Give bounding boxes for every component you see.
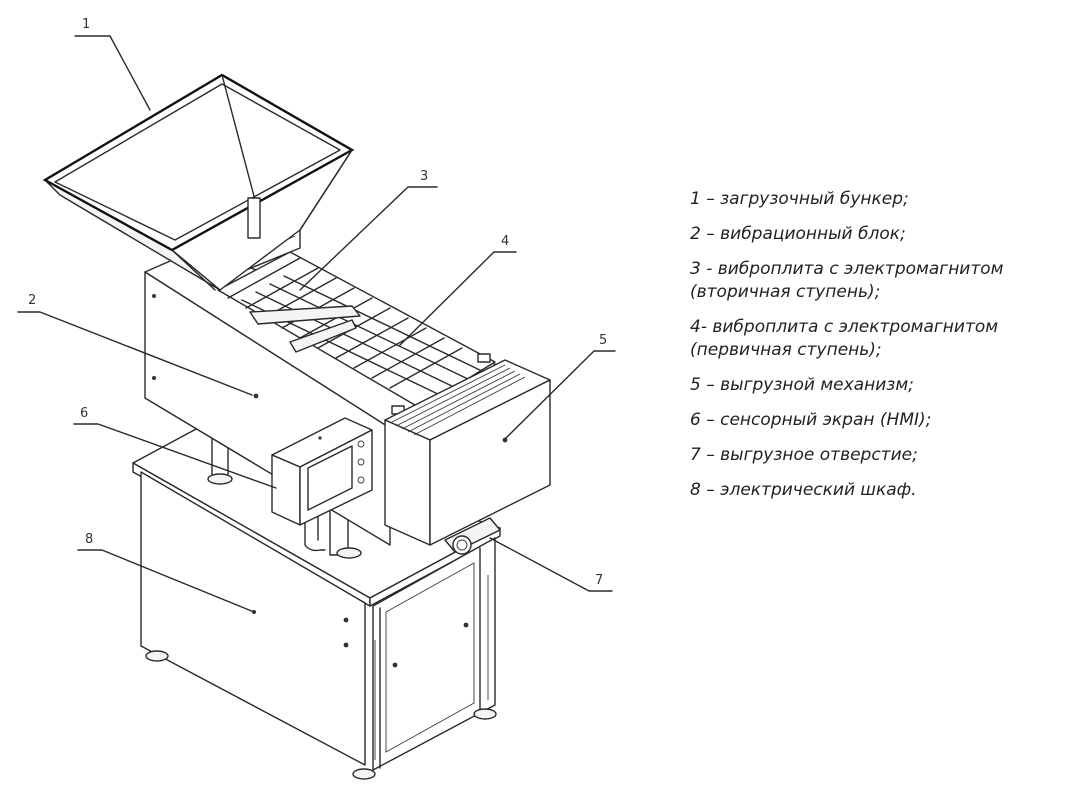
svg-text:7: 7 [595,573,603,588]
legend-list: 1 – загрузочный бункер; 2 – вибрационный… [690,188,1060,514]
callout-6: 6 [73,406,277,489]
legend-item: 5 – выгрузной механизм; [690,375,914,395]
legend-item: 3 - виброплита с электромагнитом (вторич… [690,259,1004,302]
support-legs [207,429,362,559]
svg-text:8: 8 [85,532,93,547]
callout-1: 1 [74,17,151,111]
svg-text:4: 4 [501,234,509,249]
hmi-touchscreen [271,417,373,526]
svg-text:3: 3 [420,169,428,184]
callout-4: 4 [399,234,517,346]
legend-item: 4- виброплита с электромагнитом (первичн… [690,317,999,360]
svg-text:6: 6 [80,406,88,421]
callout-7: 7 [489,537,613,592]
callout-8: 8 [77,532,255,613]
legend-item: 7 – выгрузное отверстие; [690,445,918,465]
discharge-outlet [444,517,501,555]
svg-text:2: 2 [28,293,36,308]
callout-5: 5 [505,333,616,439]
callout-2: 2 [17,293,253,396]
discharge-mechanism [384,359,551,546]
callout-3: 3 [299,169,438,291]
svg-text:1: 1 [82,17,90,32]
legend-item: 6 – сенсорный экран (HMI); [690,410,932,430]
legend-item: 2 – вибрационный блок; [690,224,906,244]
svg-text:5: 5 [599,333,607,348]
loading-hopper [42,73,355,291]
legend-item: 8 – электрический шкаф. [690,480,917,500]
legend-item: 1 – загрузочный бункер; [690,189,909,209]
